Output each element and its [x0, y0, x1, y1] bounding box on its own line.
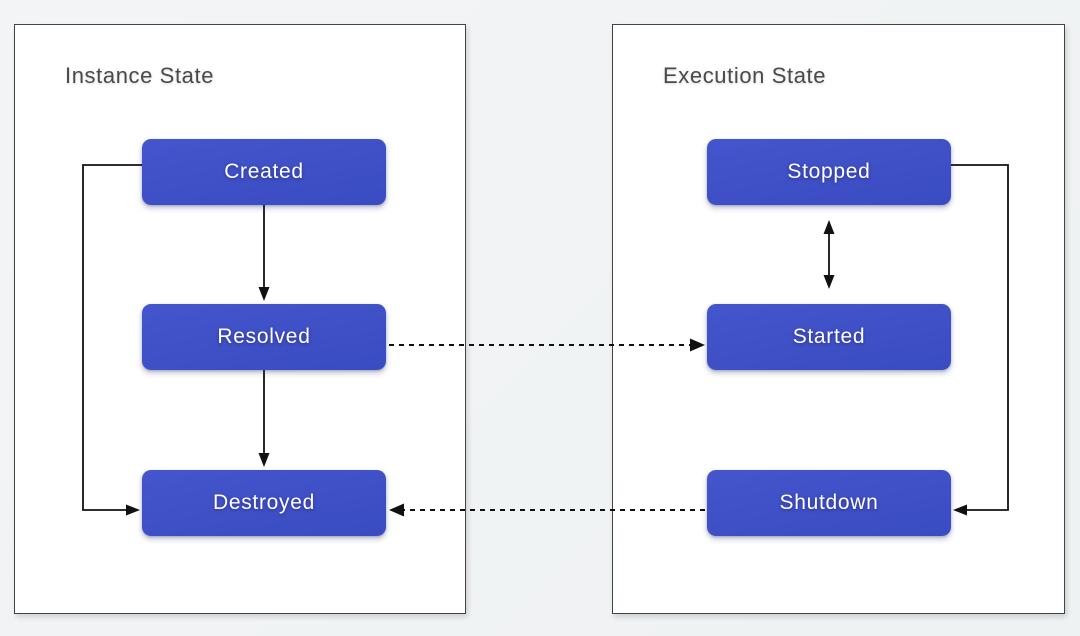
panel-instance-state-title: Instance State [65, 63, 215, 88]
state-node-resolved[interactable]: Resolved [142, 304, 386, 370]
state-node-created[interactable]: Created [142, 139, 386, 205]
state-node-shutdown[interactable]: Shutdown [707, 470, 951, 536]
state-node-destroyed-label: Destroyed [212, 491, 315, 514]
state-node-destroyed[interactable]: Destroyed [142, 470, 386, 536]
panel-execution-state-title: Execution State [663, 63, 827, 88]
state-node-stopped[interactable]: Stopped [707, 139, 951, 205]
state-node-stopped-label: Stopped [787, 160, 871, 183]
state-node-started-label: Started [792, 325, 866, 348]
state-node-shutdown-label: Shutdown [779, 491, 879, 514]
state-node-started[interactable]: Started [707, 304, 951, 370]
state-node-created-label: Created [224, 160, 304, 183]
state-node-resolved-label: Resolved [217, 325, 311, 348]
